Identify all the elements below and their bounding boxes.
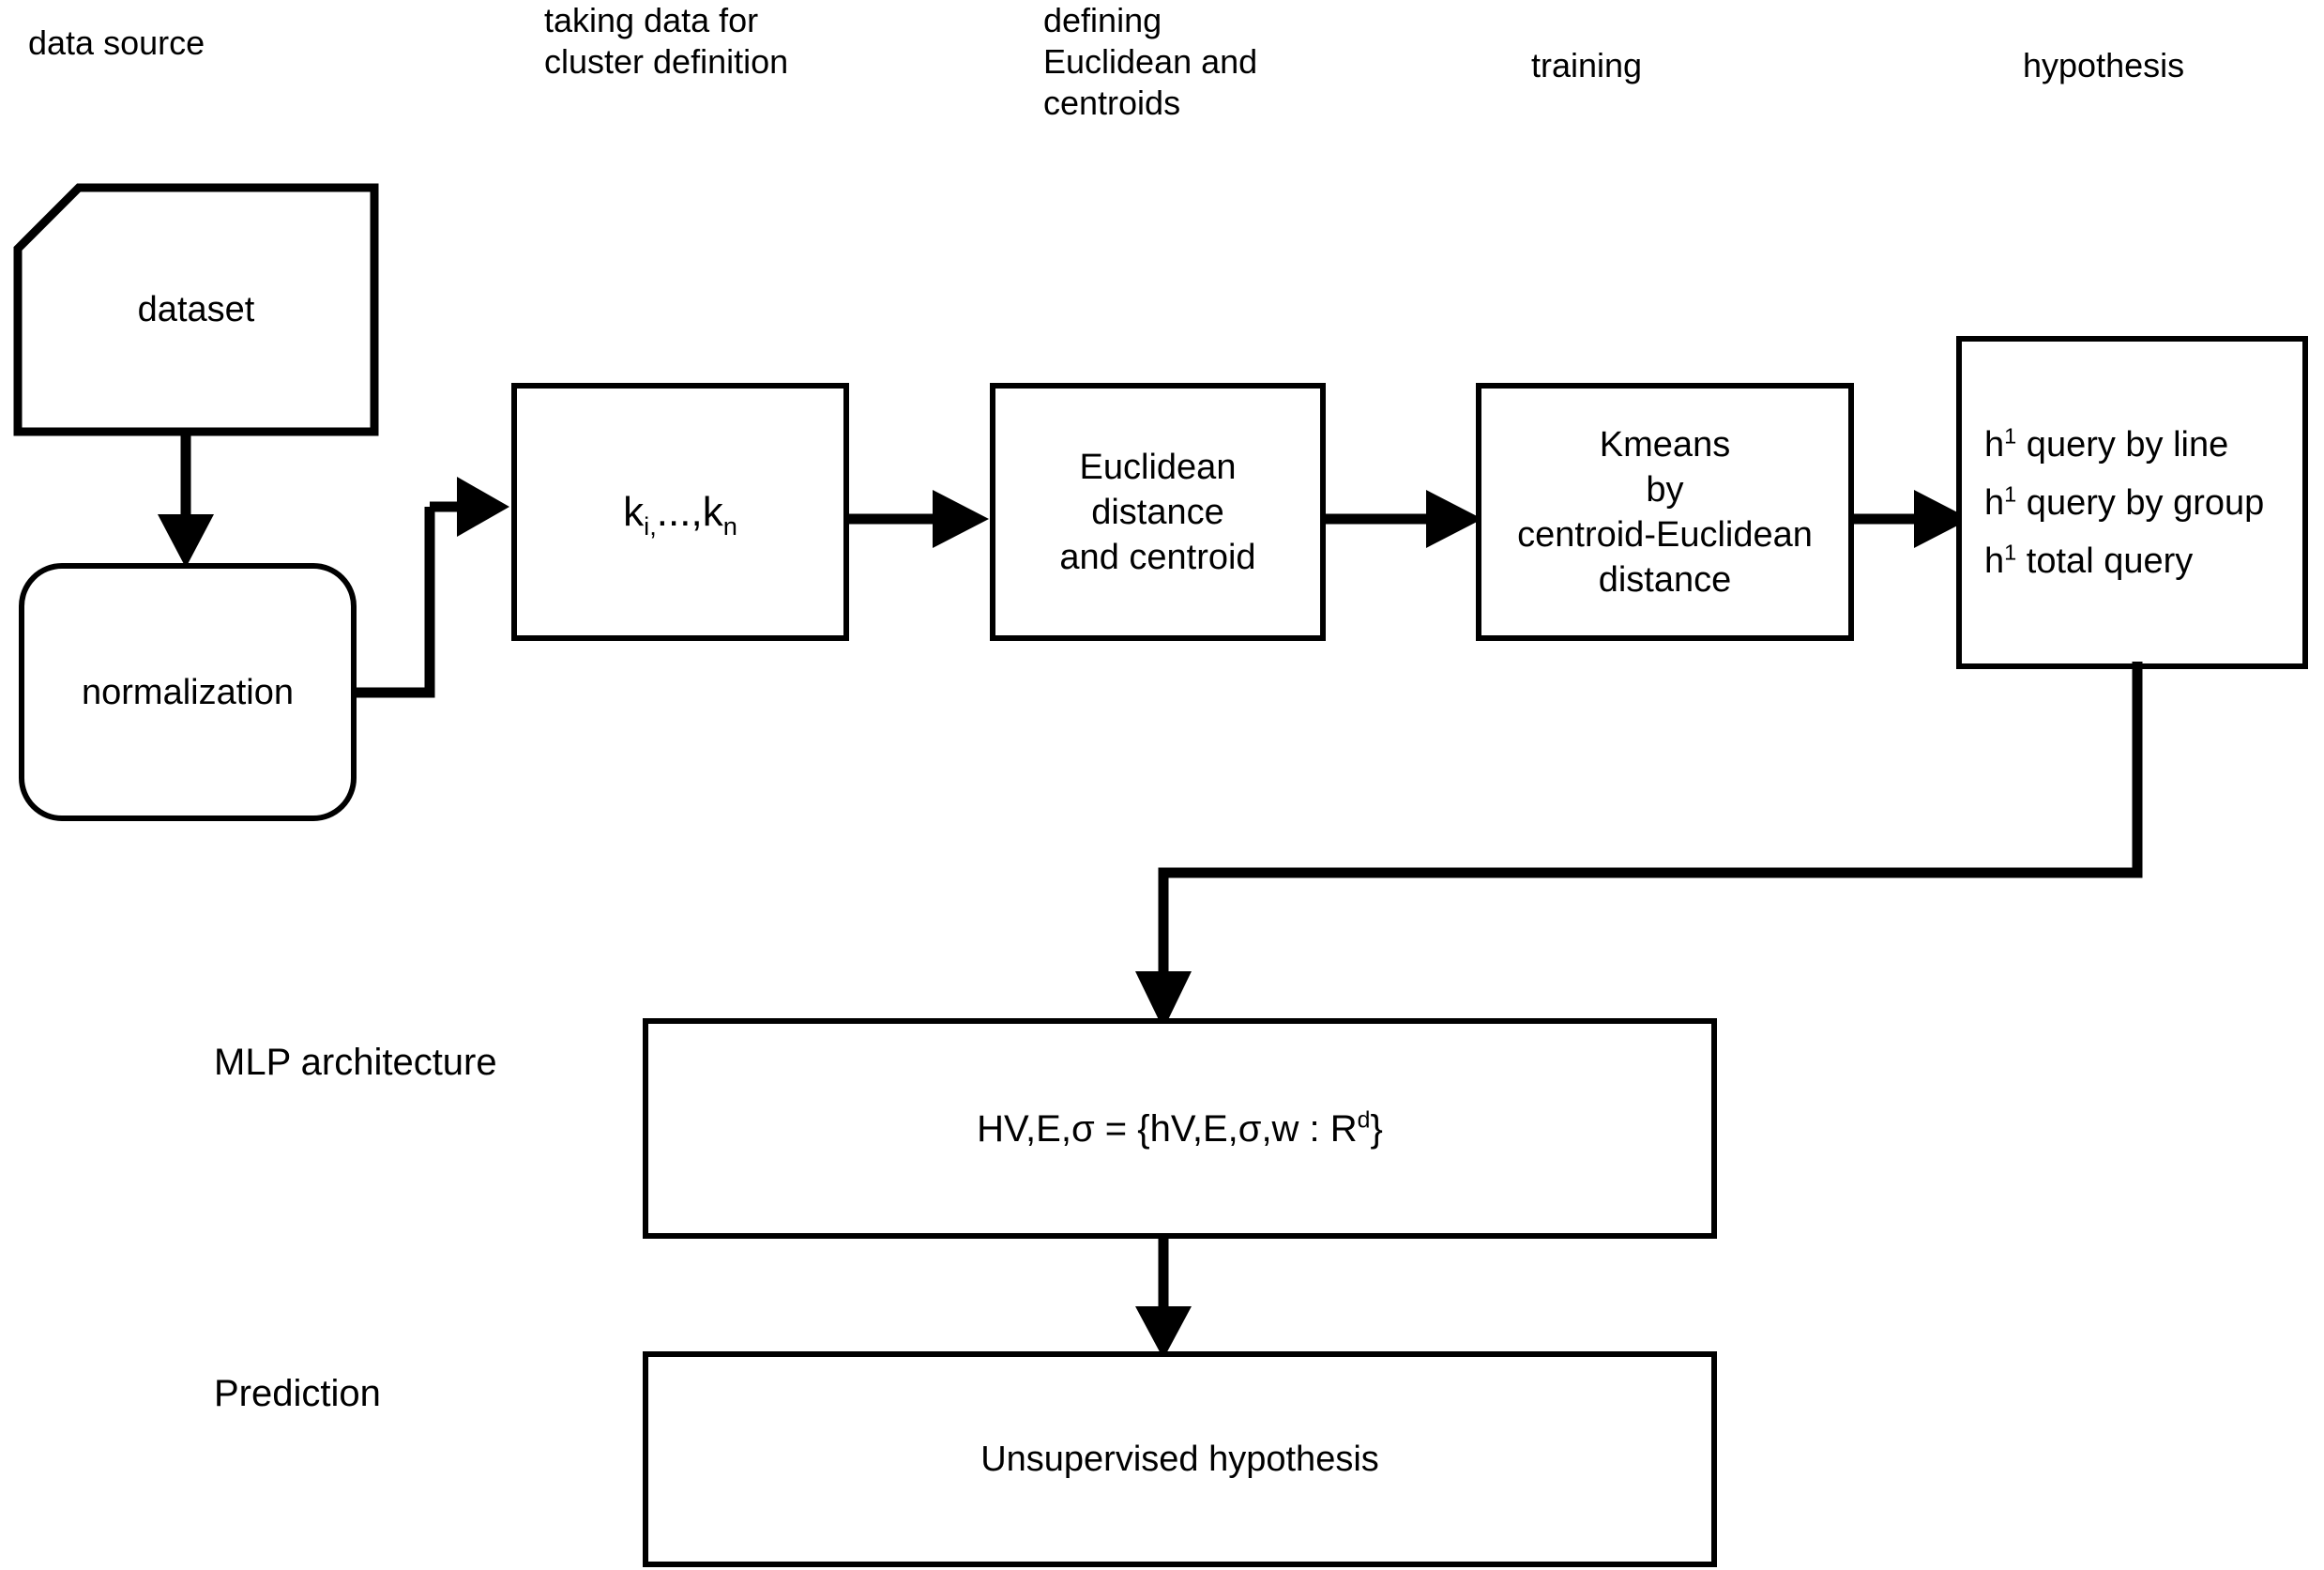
node-hypothesis[interactable]: h1 query by line h1 query by group h1 to…: [1956, 336, 2308, 669]
column-label-hypothesis: hypothesis: [2023, 46, 2185, 84]
edge-clusters-to-euclidean: [846, 490, 989, 548]
node-euclidean[interactable]: Euclidean distance and centroid: [990, 383, 1326, 641]
node-mlp-formula-close: }: [1370, 1107, 1383, 1150]
edge-euclidean-to-kmeans: [1323, 490, 1482, 548]
hypothesis-line-3-symbol: h: [1984, 541, 2005, 581]
hypothesis-line-3: h1 total query: [1984, 532, 2264, 590]
node-normalization[interactable]: normalization: [19, 563, 357, 821]
hypothesis-line-3-exponent: 1: [2004, 539, 2017, 564]
node-dataset-label: dataset: [137, 289, 255, 329]
node-dataset-shape: [13, 183, 379, 436]
node-mlp-architecture[interactable]: HV,E,σ = {hV,E,σ,w : Rd}: [643, 1018, 1717, 1239]
node-clusters-ellipsis: ...,: [656, 488, 703, 535]
node-mlp-formula-lhs: HV,E,σ = {hV,E,σ,w : R: [977, 1107, 1358, 1150]
node-clusters[interactable]: ki,...,kn: [511, 383, 849, 641]
edge-mlp-to-prediction: [1135, 1237, 1192, 1359]
node-kmeans[interactable]: Kmeans by centroid-Euclidean distance: [1476, 383, 1854, 641]
node-clusters-label: ki,...,kn: [623, 488, 737, 538]
hypothesis-line-1-exponent: 1: [2004, 422, 2017, 448]
node-prediction-label: Unsupervised hypothesis: [980, 1440, 1379, 1479]
node-mlp-formula-exponent: d: [1357, 1107, 1371, 1134]
column-label-cluster-definition: taking data for cluster definition: [544, 1, 789, 81]
hypothesis-line-1: h1 query by line: [1984, 416, 2264, 474]
row-label-mlp-architecture: MLP architecture: [214, 1042, 497, 1083]
node-mlp-formula: HV,E,σ = {hV,E,σ,w : Rd}: [977, 1106, 1383, 1151]
node-clusters-k2: k: [702, 488, 723, 535]
node-prediction[interactable]: Unsupervised hypothesis: [643, 1351, 1717, 1567]
column-label-defining-euclidean: defining Euclidean and centroids: [1043, 1, 1258, 122]
node-kmeans-label: Kmeans by centroid-Euclidean distance: [1517, 424, 1813, 600]
edge-hypothesis-to-mlp: [1135, 662, 2143, 1029]
node-clusters-sub2: n: [722, 511, 737, 541]
node-normalization-label: normalization: [82, 672, 294, 712]
row-label-prediction: Prediction: [214, 1373, 381, 1414]
node-hypothesis-lines: h1 query by line h1 query by group h1 to…: [1984, 416, 2264, 590]
hypothesis-line-1-symbol: h: [1984, 424, 2005, 465]
node-clusters-sub1: i,: [644, 511, 657, 541]
column-label-data-source: data source: [28, 23, 205, 62]
hypothesis-line-2-rest: query by group: [2016, 482, 2265, 523]
node-clusters-k1: k: [623, 488, 645, 535]
node-euclidean-label: Euclidean distance and centroid: [1059, 447, 1256, 577]
hypothesis-line-1-rest: query by line: [2016, 424, 2229, 465]
hypothesis-line-2-exponent: 1: [2004, 480, 2017, 506]
hypothesis-line-2-symbol: h: [1984, 482, 2005, 523]
edge-dataset-to-normalization: [158, 432, 214, 568]
hypothesis-line-2: h1 query by group: [1984, 474, 2264, 532]
hypothesis-line-3-rest: total query: [2016, 541, 2194, 581]
column-label-training: training: [1531, 46, 1643, 84]
